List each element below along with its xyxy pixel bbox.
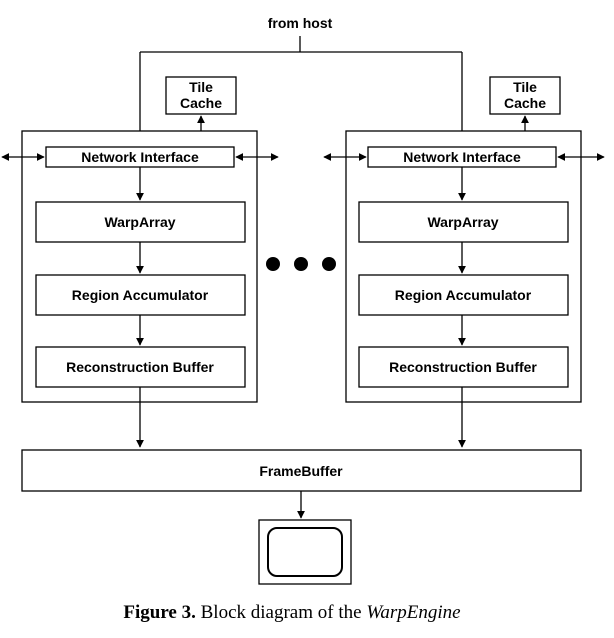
reconstruction-buffer-label: Reconstruction Buffer	[66, 359, 214, 375]
tile-cache-label-line2: Cache	[504, 95, 546, 111]
warp-array-box	[358, 201, 569, 243]
region-accumulator-box	[358, 274, 569, 316]
figure-caption: Figure 3. Block diagram of the WarpEngin…	[123, 602, 460, 623]
tile-cache-box	[165, 76, 237, 115]
region-accumulator-box	[35, 274, 246, 316]
warp-array-label: WarpArray	[427, 214, 498, 230]
region-accumulator-label: Region Accumulator	[395, 287, 532, 303]
host-connection-lines	[136, 36, 466, 147]
caption-system-name: WarpEngine	[366, 602, 460, 623]
tile-cache-box	[489, 76, 561, 115]
tile-cache-label-line1: Tile	[513, 79, 537, 95]
reconstruction-buffer-box	[35, 346, 246, 388]
reconstruction-buffer-label: Reconstruction Buffer	[389, 359, 537, 375]
reconstruction-buffer-box	[358, 346, 569, 388]
network-interface-label: Network Interface	[81, 149, 199, 165]
caption-figure-number: Figure 3.	[123, 602, 195, 623]
render-node-2: Tile Cache Network Interface WarpArray R…	[323, 76, 605, 448]
render-node-1: Tile Cache Network Interface WarpArray R…	[1, 76, 279, 448]
caption-text: Block diagram of the	[196, 602, 366, 623]
frame-buffer-label: FrameBuffer	[259, 463, 343, 479]
region-accumulator-label: Region Accumulator	[72, 287, 209, 303]
more-nodes-ellipsis	[266, 257, 336, 271]
warp-array-box	[35, 201, 246, 243]
warp-array-label: WarpArray	[104, 214, 175, 230]
tile-cache-label-line2: Cache	[180, 95, 222, 111]
frame-buffer-box	[21, 449, 582, 492]
tile-cache-label-line1: Tile	[189, 79, 213, 95]
from-host-label: from host	[268, 15, 333, 31]
network-interface-label: Network Interface	[403, 149, 521, 165]
display-monitor-icon	[258, 519, 352, 585]
